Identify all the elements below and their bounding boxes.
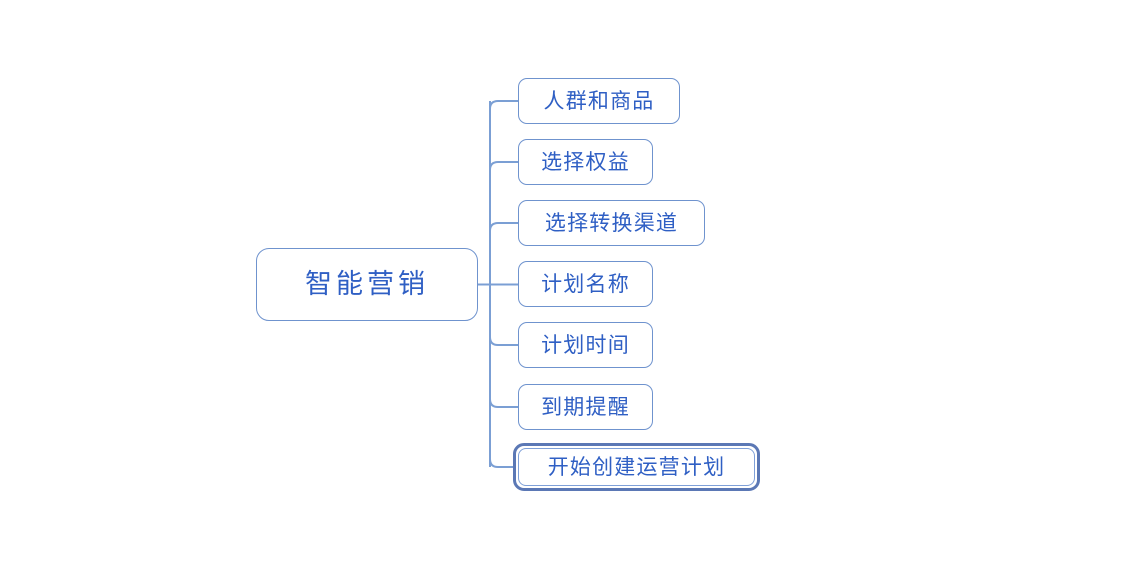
connector-child-2 bbox=[489, 161, 518, 171]
node-audience-and-products[interactable]: 人群和商品 bbox=[518, 78, 680, 124]
node-select-benefits[interactable]: 选择权益 bbox=[518, 139, 653, 185]
node-start-create-operation-plan-selection-ring[interactable]: 开始创建运营计划 bbox=[513, 443, 760, 491]
node-label: 计划时间 bbox=[541, 333, 630, 357]
node-expiry-reminder[interactable]: 到期提醒 bbox=[518, 384, 653, 430]
node-label: 人群和商品 bbox=[543, 89, 655, 113]
node-label: 选择转换渠道 bbox=[544, 211, 679, 235]
node-plan-name[interactable]: 计划名称 bbox=[518, 261, 653, 307]
node-label: 计划名称 bbox=[541, 272, 630, 296]
root-node-label: 智能营销 bbox=[305, 269, 429, 299]
node-label: 选择权益 bbox=[541, 150, 630, 174]
connector-child-7 bbox=[489, 458, 515, 468]
root-node-smart-marketing[interactable]: 智能营销 bbox=[256, 248, 478, 321]
node-start-create-operation-plan[interactable]: 开始创建运营计划 bbox=[518, 448, 755, 486]
node-label: 开始创建运营计划 bbox=[547, 455, 726, 479]
connector-child-1 bbox=[489, 100, 518, 110]
node-plan-time[interactable]: 计划时间 bbox=[518, 322, 653, 368]
connector-child-6 bbox=[489, 398, 518, 408]
connector-child-5 bbox=[489, 336, 518, 346]
connector-child-3 bbox=[489, 222, 518, 232]
node-label: 到期提醒 bbox=[541, 395, 630, 419]
node-select-conversion-channel[interactable]: 选择转换渠道 bbox=[518, 200, 705, 246]
